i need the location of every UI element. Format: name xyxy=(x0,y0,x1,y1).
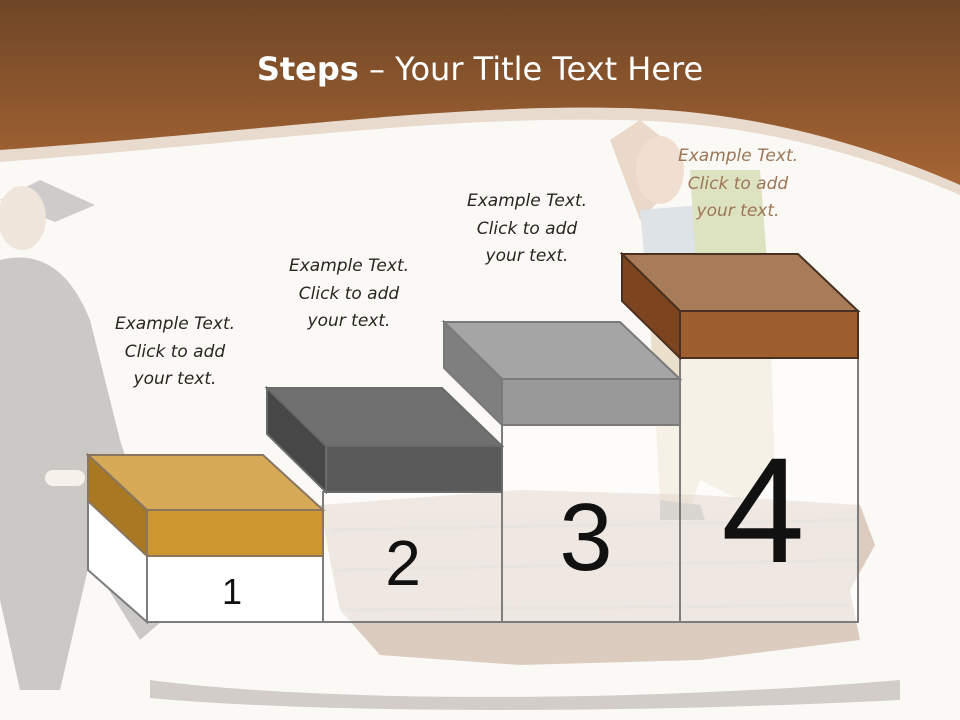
step-4-front xyxy=(679,310,859,359)
step-3-caption[interactable]: Example Text. Click to add your text. xyxy=(466,191,588,266)
step-3-front xyxy=(501,378,681,426)
step-3-block[interactable] xyxy=(441,319,683,428)
step-2-number: 2 xyxy=(385,527,421,599)
step-3-number: 3 xyxy=(559,484,612,591)
step-1-front xyxy=(146,509,324,557)
title-bold: Steps xyxy=(256,50,359,88)
staircase-base xyxy=(87,357,859,625)
step-2-front xyxy=(325,445,503,493)
title-rest: – Your Title Text Here xyxy=(358,50,704,88)
header-band xyxy=(0,0,960,185)
step-2-block[interactable] xyxy=(264,385,505,495)
step-4-number: 4 xyxy=(721,426,804,594)
step-1-block[interactable] xyxy=(85,452,326,559)
step-4-block[interactable] xyxy=(619,251,861,361)
step-1-number: 1 xyxy=(222,571,242,612)
step-2-caption[interactable]: Example Text. Click to add your text. xyxy=(288,256,410,331)
slide-title[interactable]: Steps – Your Title Text Here xyxy=(0,50,960,88)
step-1-caption[interactable]: Example Text. Click to add your text. xyxy=(114,314,236,389)
step-4-caption[interactable]: Example Text. Click to add your text. xyxy=(677,146,799,221)
